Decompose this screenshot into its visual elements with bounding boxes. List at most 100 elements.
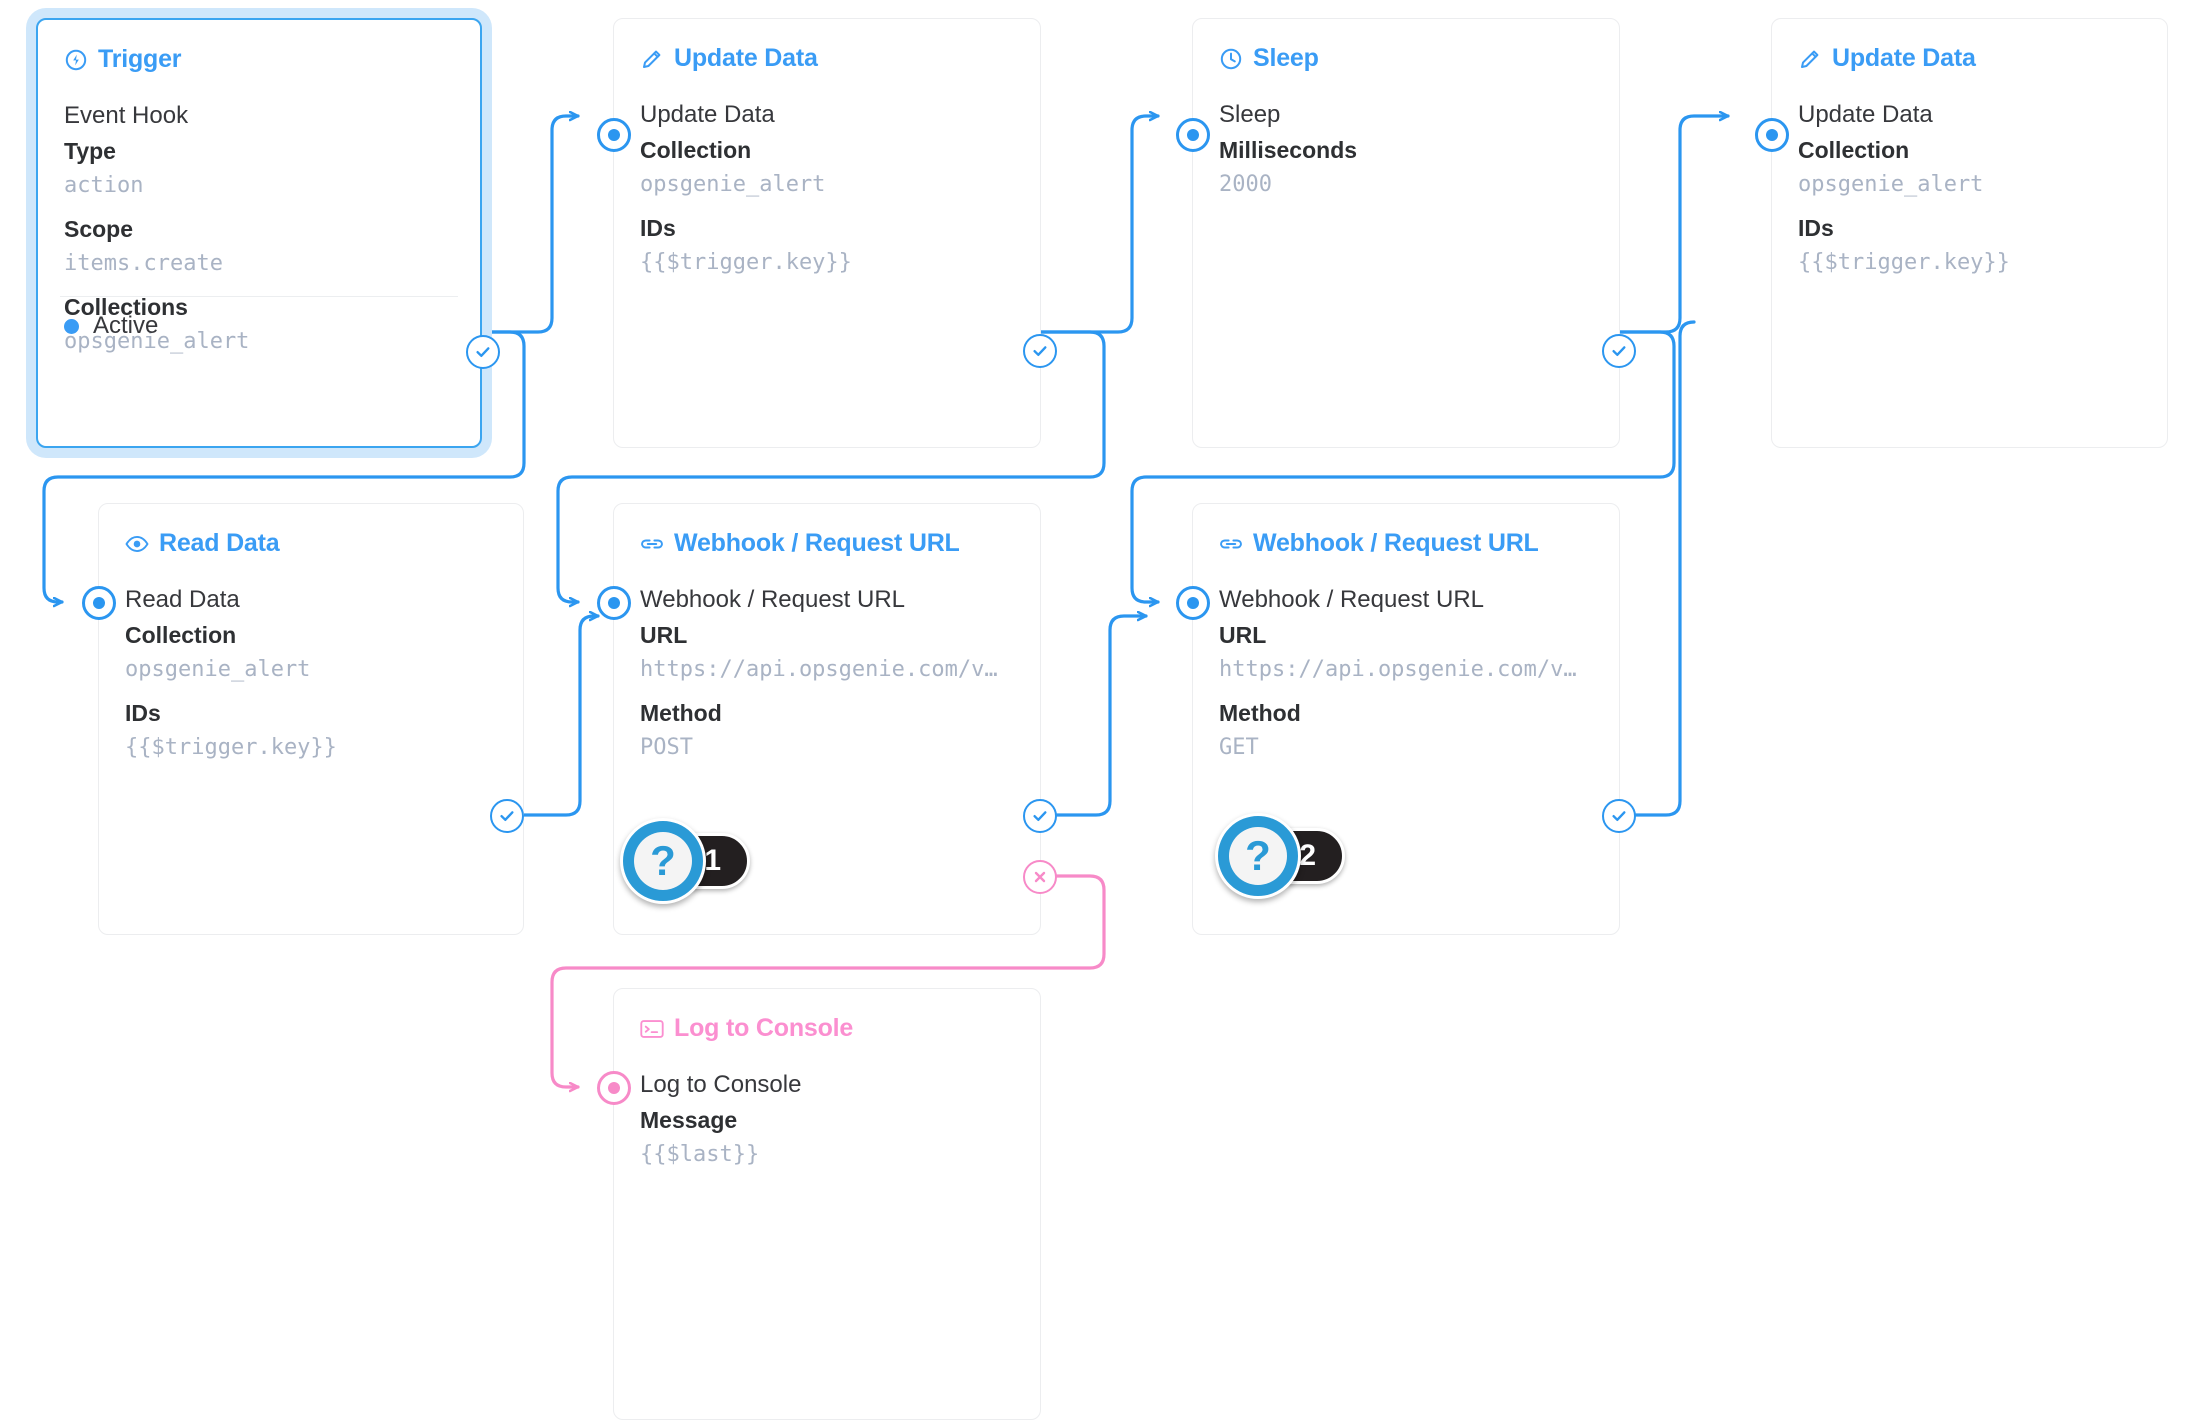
field-value-scope: items.create [64,251,223,276]
field-value-collection: opsgenie_alert [125,657,311,682]
field-label-collection: Collection [1798,137,1910,163]
node-update-data-2-title-text: Update Data [1832,44,1976,72]
node-log-to-console-body: Log to Console Message {{$last}} [640,1067,1024,1172]
field-label-method: Method [640,700,722,726]
node-trigger-title-text: Trigger [98,45,182,73]
node-trigger[interactable]: Trigger Event Hook Type action Scope ite… [36,18,500,448]
node-webhook-post-body: Webhook / Request URL URL https://api.op… [640,582,1024,765]
node-update-data-1[interactable]: Update Data Update Data Collection opsge… [597,18,1057,448]
field-label-ids: IDs [125,700,161,726]
field-label-message: Message [640,1107,738,1133]
field-value-collection: opsgenie_alert [640,172,826,197]
field-label-type: Type [64,138,116,164]
field-label-method: Method [1219,700,1301,726]
field-label-ids: IDs [640,215,676,241]
field-label-scope: Scope [64,216,134,242]
port-out-trigger[interactable] [466,335,500,369]
node-webhook-post-name: Webhook / Request URL [640,586,906,613]
node-trigger-body: Event Hook Type action Scope items.creat… [64,98,464,359]
field-value-method: GET [1219,735,1259,760]
node-log-to-console-title-text: Log to Console [674,1014,854,1042]
node-trigger-title: Trigger [64,45,182,74]
lightning-circle-icon [64,48,88,72]
node-sleep-name: Sleep [1219,101,1281,128]
annotation-marker-1-glyph: ? [634,832,692,890]
field-value-ids: {{$trigger.key}} [1798,250,2010,275]
eye-icon [125,532,149,556]
field-value-ids: {{$trigger.key}} [640,250,852,275]
field-value-message: {{$last}} [640,1142,760,1167]
field-label-url: URL [640,622,688,648]
node-update-data-1-name: Update Data [640,101,775,128]
field-value-milliseconds: 2000 [1219,172,1272,197]
node-sleep-body: Sleep Milliseconds 2000 [1219,97,1603,202]
node-log-to-console-name: Log to Console [640,1071,802,1098]
field-label-ids: IDs [1798,215,1834,241]
node-update-data-2-body: Update Data Collection opsgenie_alert ID… [1798,97,2151,280]
node-update-data-2[interactable]: Update Data Update Data Collection opsge… [1755,18,2168,448]
field-value-url: https://api.opsgenie.com/v… [1219,657,1577,682]
node-read-data-title-text: Read Data [159,529,280,557]
node-webhook-get-title: Webhook / Request URL [1219,529,1539,558]
field-label-url: URL [1219,622,1267,648]
question-mark-icon: ? [1215,813,1301,899]
field-label-collection: Collection [125,622,237,648]
port-in-log-to-console[interactable] [597,1071,631,1105]
node-update-data-1-body: Update Data Collection opsgenie_alert ID… [640,97,1024,280]
port-in-update-data-2[interactable] [1755,118,1789,152]
port-in-read-data[interactable] [82,586,116,620]
field-value-method: POST [640,735,693,760]
node-log-to-console-title: Log to Console [640,1014,853,1043]
port-in-update-data-1[interactable] [597,118,631,152]
trigger-divider [60,296,458,297]
port-in-webhook-get[interactable] [1176,586,1210,620]
port-out-webhook-post-reject[interactable] [1023,860,1057,894]
port-out-sleep[interactable] [1602,334,1636,368]
trigger-status: Active [64,312,158,340]
annotation-marker-2-glyph: ? [1229,827,1287,885]
node-read-data-name: Read Data [125,586,240,613]
node-read-data-title: Read Data [125,529,280,558]
node-webhook-post-title-text: Webhook / Request URL [674,529,960,557]
node-read-data-body: Read Data Collection opsgenie_alert IDs … [125,582,507,765]
clock-icon [1219,47,1243,71]
field-value-collection: opsgenie_alert [1798,172,1984,197]
edge-webhook-get-to-update-data-2 [1615,320,1696,817]
port-in-sleep[interactable] [1176,118,1210,152]
edge-sleep-to-update-data-2 [1615,116,1730,334]
edge-read-data-to-webhook-post [521,616,600,817]
node-log-to-console[interactable]: Log to Console Log to Console Message {{… [597,988,1041,1420]
node-sleep-title: Sleep [1219,44,1319,73]
node-update-data-1-title: Update Data [640,44,818,73]
port-out-webhook-post-resolve[interactable] [1023,799,1057,833]
question-mark-icon: ? [620,818,706,904]
node-sleep[interactable]: Sleep Sleep Milliseconds 2000 [1176,18,1636,448]
annotation-marker-1[interactable]: 1 ? [620,818,750,904]
link-icon [1219,532,1243,556]
node-webhook-get-body: Webhook / Request URL URL https://api.op… [1219,582,1603,765]
node-webhook-get[interactable]: Webhook / Request URL Webhook / Request … [1176,503,1636,935]
field-value-ids: {{$trigger.key}} [125,735,337,760]
field-value-type: action [64,173,144,198]
node-sleep-title-text: Sleep [1253,44,1319,72]
annotation-marker-2[interactable]: 2 ? [1215,813,1345,899]
field-label-collections: Collections [64,294,188,320]
field-label-collection: Collection [640,137,752,163]
console-icon [640,1017,664,1041]
field-value-collections: opsgenie_alert [64,329,250,354]
pencil-icon [640,47,664,71]
node-trigger-name: Event Hook [64,102,189,129]
node-read-data[interactable]: Read Data Read Data Collection opsgenie_… [82,503,524,935]
edge-trigger-to-update-data-1 [479,116,580,334]
link-icon [640,532,664,556]
status-dot-icon [64,318,79,334]
field-value-url: https://api.opsgenie.com/v… [640,657,998,682]
node-webhook-get-title-text: Webhook / Request URL [1253,529,1539,557]
port-out-webhook-get[interactable] [1602,799,1636,833]
port-out-read-data[interactable] [490,799,524,833]
port-in-webhook-post[interactable] [597,586,631,620]
port-out-update-data-1[interactable] [1023,334,1057,368]
node-update-data-2-name: Update Data [1798,101,1933,128]
node-webhook-get-name: Webhook / Request URL [1219,586,1485,613]
